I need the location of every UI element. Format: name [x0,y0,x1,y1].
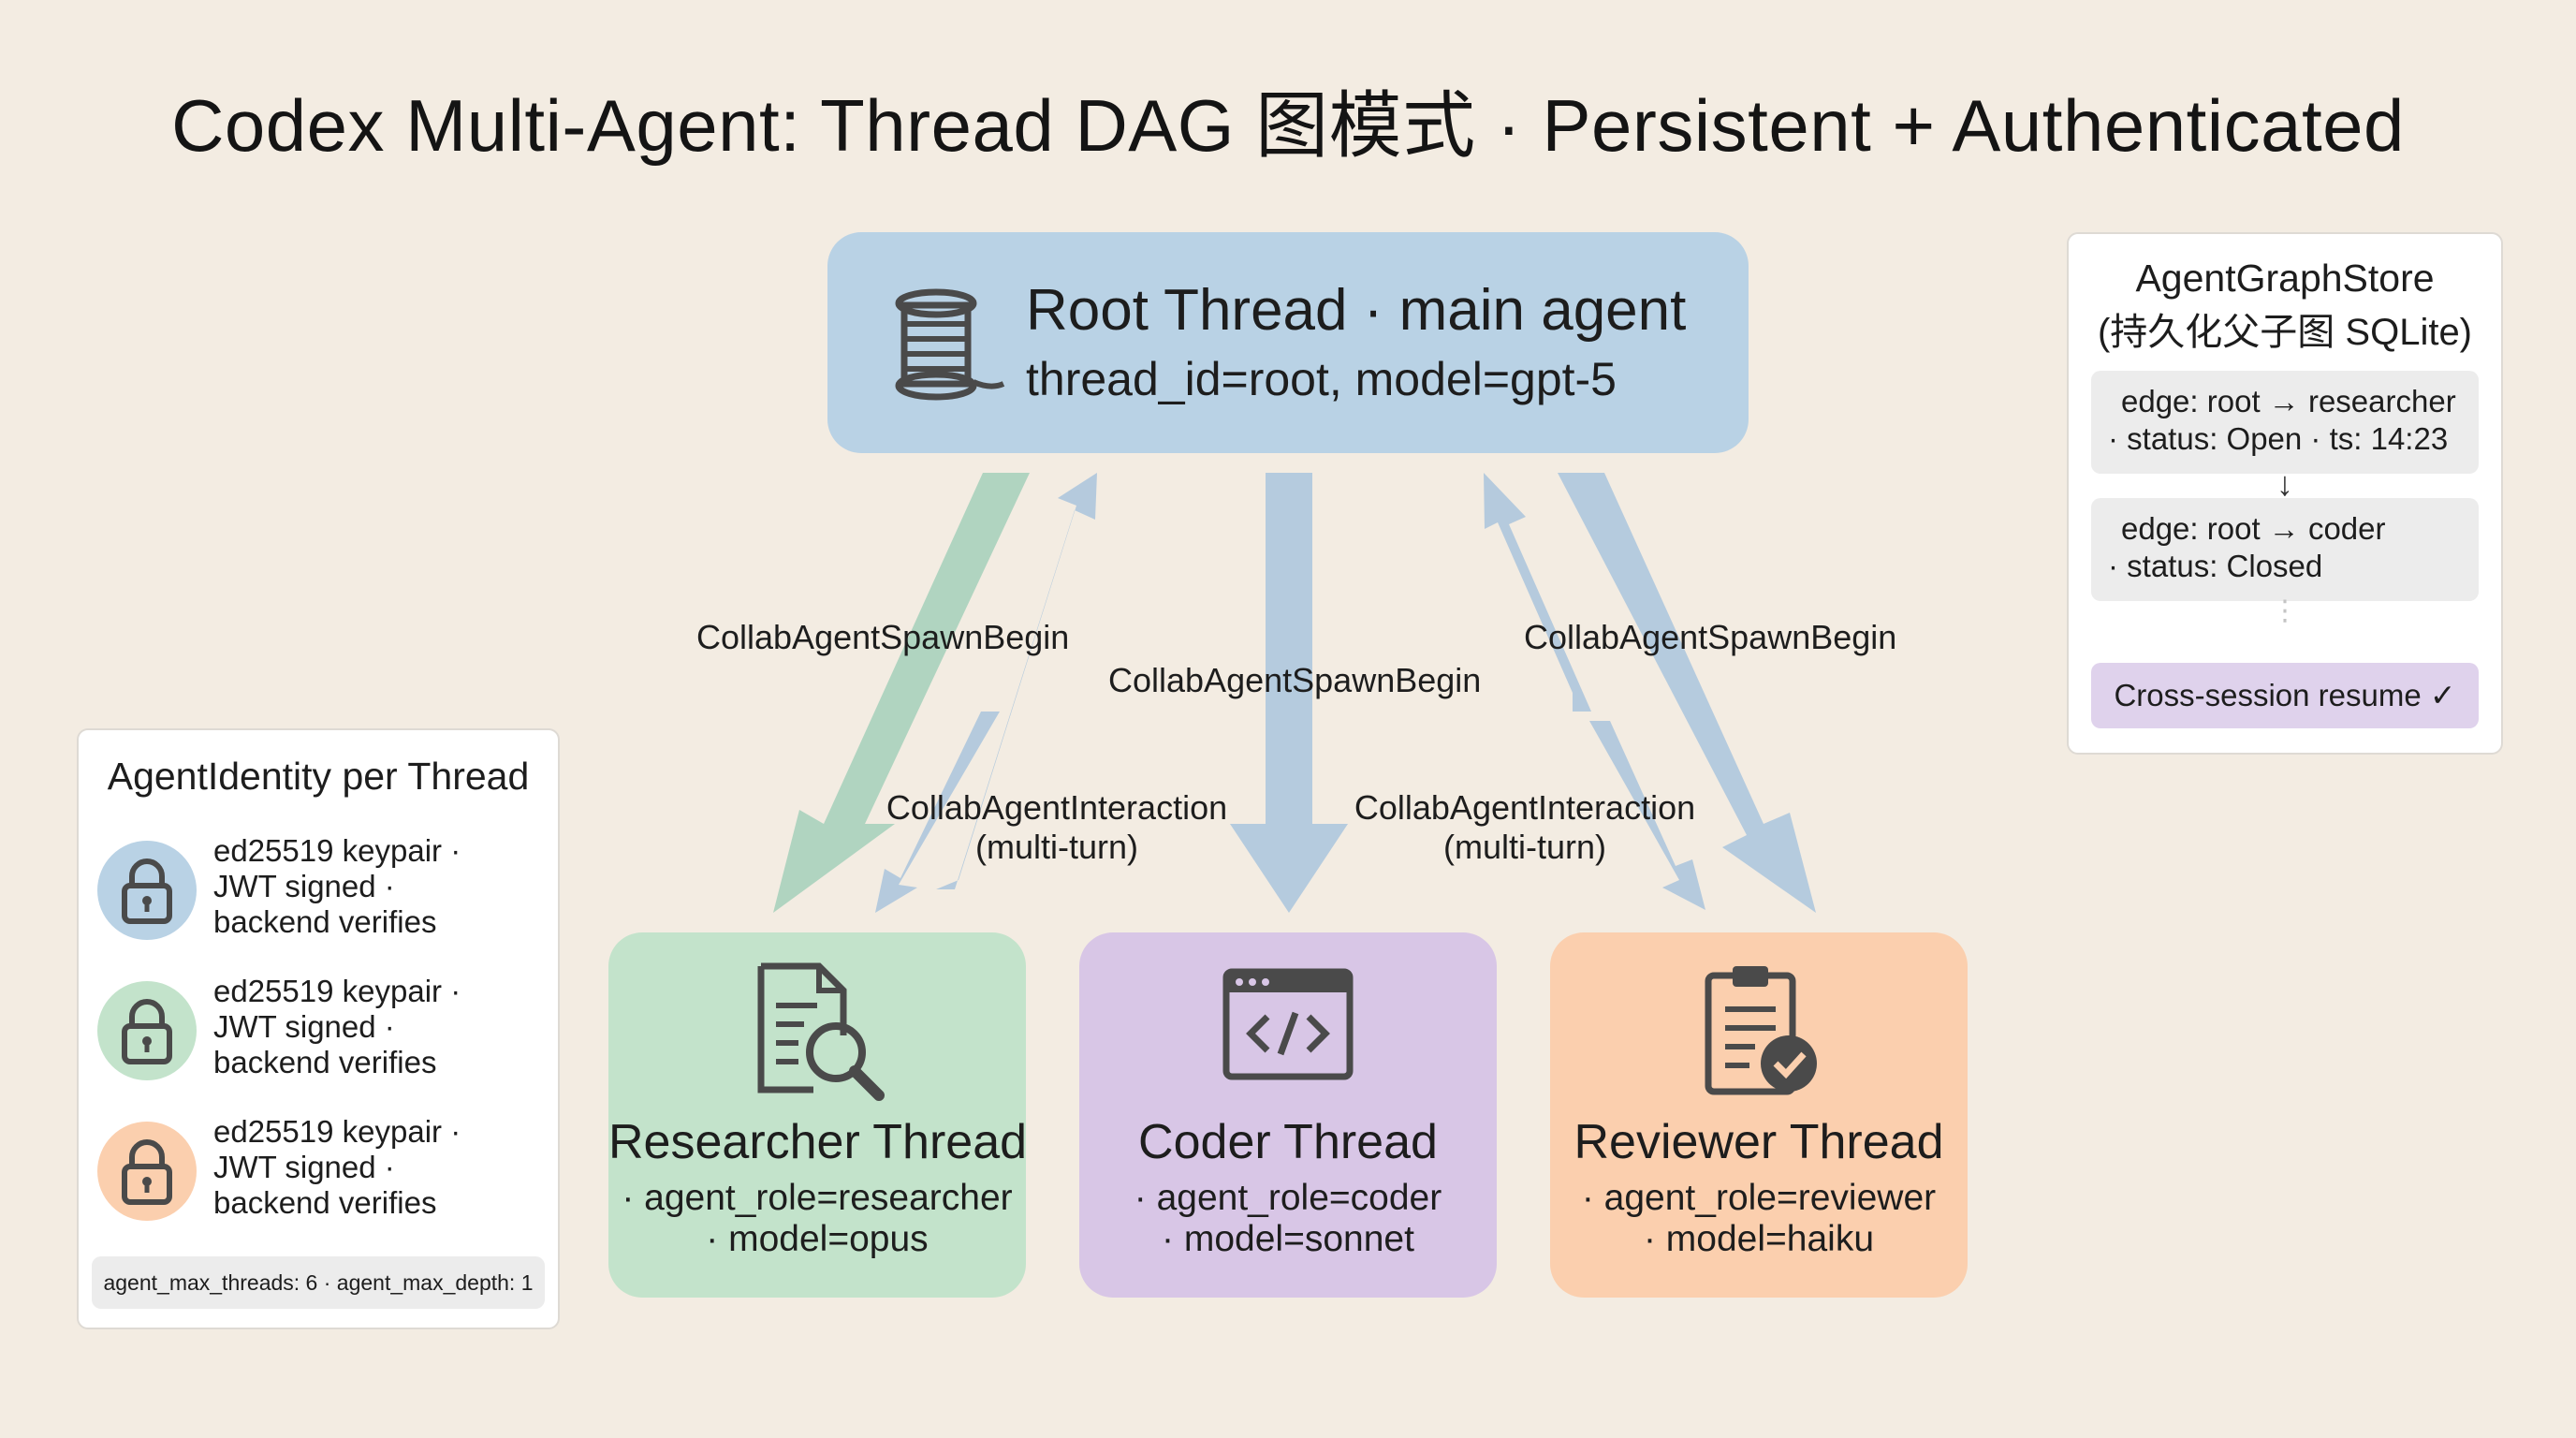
agent-identity-panel: AgentIdentity per Thread ed25519 keypair… [77,728,560,1329]
spool-icon [895,288,1005,401]
identity-avatar [97,1122,197,1221]
ellipsis-icon: ⋮ [2271,595,2299,626]
interaction-label-left-line1: CollabAgentInteraction [886,788,1228,827]
researcher-thread-model: · model=opus [706,1219,929,1259]
reviewer-thread-title: Reviewer Thread [1573,1115,1944,1169]
interaction-arrow-reviewer-up [1484,473,1591,712]
document-search-icon [757,962,885,1101]
coder-thread-title: Coder Thread [1138,1115,1438,1169]
identity-line1: ed25519 keypair · [213,974,461,1008]
identity-text: ed25519 keypair · JWT signed · backend v… [213,1114,461,1221]
spawn-label-right: CollabAgentSpawnBegin [1524,618,1897,656]
identity-line1: ed25519 keypair · [213,833,461,868]
edge-record-line2: · status: Closed [2108,549,2323,583]
page-title: Codex Multi-Agent: Thread DAG 图模式 · Pers… [171,84,2405,167]
interaction-label-right-line2: (multi-turn) [1442,828,1606,866]
store-subtitle: (持久化父子图 SQLite) [2097,312,2473,353]
identity-avatar [97,841,197,940]
identity-row: ed25519 keypair · JWT signed · backend v… [97,829,547,951]
identity-row: ed25519 keypair · JWT signed · backend v… [97,970,547,1092]
lock-icon [122,1139,172,1205]
spawn-arrow-coder [1230,473,1348,913]
code-window-icon [1222,968,1354,1080]
identity-line3: backend verifies [213,1045,437,1079]
clipboard-check-icon [1705,966,1817,1095]
interaction-label-left: CollabAgentInteraction (multi-turn) [884,788,1230,867]
spawn-label-left: CollabAgentSpawnBegin [696,618,1070,656]
root-thread-title: Root Thread · main agent [1026,278,1687,343]
agent-identity-title: AgentIdentity per Thread [107,755,530,798]
interaction-label-right: CollabAgentInteraction (multi-turn) [1352,788,1698,867]
store-title: AgentGraphStore [2135,257,2435,300]
coder-thread-model: · model=sonnet [1162,1219,1414,1259]
coder-thread-role: · agent_role=coder [1134,1178,1442,1218]
interaction-arrow-reviewer-down [1589,721,1705,910]
researcher-thread-title: Researcher Thread [608,1115,1028,1169]
lock-icon [122,858,172,924]
lock-icon [122,999,172,1064]
reviewer-thread-model: · model=haiku [1643,1219,1875,1259]
interaction-label-left-line2: (multi-turn) [974,828,1138,866]
interaction-label-right-line1: CollabAgentInteraction [1354,788,1696,827]
reviewer-thread-role: · agent_role=reviewer [1581,1178,1937,1218]
identity-row: ed25519 keypair · JWT signed · backend v… [97,1110,547,1232]
researcher-thread-node: Researcher Thread · agent_role=researche… [608,932,1028,1298]
root-thread-node: Root Thread · main agent thread_id=root,… [827,232,1749,453]
agent-limits: agent_max_threads: 6 · agent_max_depth: … [92,1256,545,1309]
identity-line3: backend verifies [213,904,437,939]
identity-text: ed25519 keypair · JWT signed · backend v… [213,974,461,1080]
spawn-label-center: CollabAgentSpawnBegin [1108,661,1482,699]
identity-line1: ed25519 keypair · [213,1114,461,1149]
spawn-arrow-researcher [773,473,1030,913]
identity-text: ed25519 keypair · JWT signed · backend v… [213,833,461,940]
coder-thread-node: Coder Thread · agent_role=coder · model=… [1079,932,1497,1298]
identity-line3: backend verifies [213,1185,437,1220]
spawn-arrow-reviewer [1558,473,1816,913]
identity-line2: JWT signed · [213,1150,395,1184]
researcher-thread-role: · agent_role=researcher [622,1178,1013,1218]
down-arrow-icon: ↓ [2276,464,2293,503]
identity-avatar [97,981,197,1080]
edge-record-line2: · status: Open · ts: 14:23 [2108,421,2449,456]
cross-session-resume-badge: Cross-session resume ✓ [2091,663,2479,728]
agent-graph-store-panel: AgentGraphStore (持久化父子图 SQLite) edge: ro… [2067,232,2503,755]
edge-record-researcher: edge: root → researcher · status: Open ·… [2091,371,2479,474]
interaction-arrow-researcher-down [875,712,1000,913]
root-thread-subtitle: thread_id=root, model=gpt-5 [1026,353,1617,405]
reviewer-thread-node: Reviewer Thread · agent_role=reviewer · … [1550,932,1968,1298]
edge-record-line1: edge: root → coder [2121,511,2386,546]
edge-record-coder: edge: root → coder · status: Closed [2091,498,2479,601]
identity-line2: JWT signed · [213,869,395,903]
edge-record-line1: edge: root → researcher [2121,384,2456,418]
identity-line2: JWT signed · [213,1009,395,1044]
